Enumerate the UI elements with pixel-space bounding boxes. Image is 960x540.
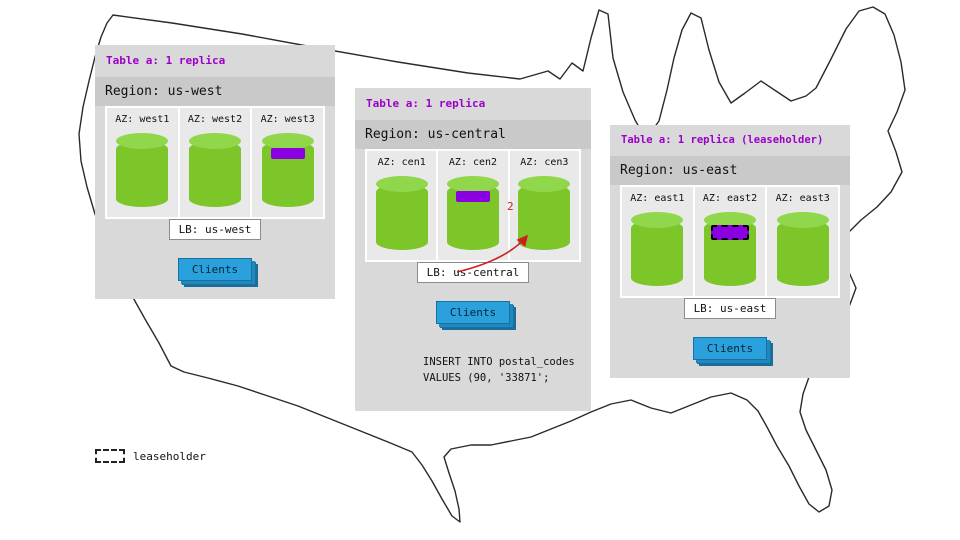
az-label: AZ: east2 <box>702 193 758 204</box>
az-cell-east1: AZ: east1 <box>622 187 693 296</box>
panel-us-central: Table a: 1 replica Region: us-central AZ… <box>355 88 591 411</box>
database-cylinder-body <box>189 141 241 207</box>
az-cell-cen1: AZ: cen1 <box>367 151 437 260</box>
clients-stack: Clients <box>692 337 768 360</box>
database-cylinder <box>189 133 241 207</box>
database-cylinder <box>375 176 428 250</box>
database-cylinder <box>704 212 756 286</box>
table-replica-title: Table a: 1 replica <box>106 54 226 67</box>
database-cylinder-top <box>776 212 829 228</box>
az-cell-east3: AZ: east3 <box>767 187 839 296</box>
az-label: AZ: cen3 <box>520 157 569 168</box>
az-label: AZ: cen2 <box>448 157 498 168</box>
leaseholder-swatch-icon <box>95 449 125 463</box>
az-cell-west1: AZ: west1 <box>107 108 178 217</box>
az-cell-cen2: AZ: cen2 <box>438 151 508 260</box>
region-title: Region: us-east <box>610 156 850 185</box>
database-cylinder-top <box>375 176 428 192</box>
database-cylinder-body <box>518 184 571 250</box>
database-cylinder <box>261 133 314 207</box>
database-cylinder <box>776 212 829 286</box>
database-cylinder-body <box>375 184 428 250</box>
database-cylinder-top <box>116 133 169 149</box>
region-title: Region: us-west <box>95 77 335 106</box>
clients-stack: Clients <box>435 301 511 324</box>
legend: leaseholder <box>95 449 206 463</box>
database-cylinder-top <box>631 212 684 228</box>
database-cylinder-body <box>116 141 169 207</box>
table-replica-title: Table a: 1 replica (leaseholder) <box>621 134 824 146</box>
az-label: AZ: west1 <box>115 114 170 125</box>
clients-button: Clients <box>692 337 768 360</box>
az-cell-west3: AZ: west3 <box>252 108 324 217</box>
az-cell-cen3: AZ: cen3 <box>509 151 579 260</box>
leaseholder-replica-badge <box>711 225 749 240</box>
panel-us-west: Table a: 1 replica Region: us-west AZ: w… <box>95 45 335 299</box>
load-balancer-box: LB: us-west <box>168 219 262 240</box>
database-cylinder <box>518 176 571 250</box>
table-replica-title: Table a: 1 replica <box>366 97 486 110</box>
az-label: AZ: cen1 <box>377 157 426 168</box>
database-cylinder-top <box>261 133 314 149</box>
database-cylinder-body <box>631 220 684 286</box>
az-label: AZ: west3 <box>260 114 315 125</box>
az-cell-west2: AZ: west2 <box>179 108 251 217</box>
az-label: AZ: west2 <box>187 114 243 125</box>
sql-line-1: INSERT INTO postal_codes <box>423 356 575 368</box>
region-title: Region: us-central <box>355 120 591 149</box>
clients-stack: Clients <box>177 258 253 281</box>
replica-badge <box>270 148 305 159</box>
replica-badge <box>455 191 490 202</box>
az-label: AZ: east1 <box>630 193 685 204</box>
database-cylinder <box>116 133 169 207</box>
database-cylinder-top <box>518 176 571 192</box>
panel-us-east: Table a: 1 replica (leaseholder) Region:… <box>610 125 850 378</box>
az-row: AZ: cen1 AZ: cen2 AZ: cen3 <box>365 149 581 262</box>
sql-statement: INSERT INTO postal_codes VALUES (90, '33… <box>423 354 591 387</box>
az-cell-east2: AZ: east2 <box>694 187 766 296</box>
sql-line-2: VALUES (90, '33871'; <box>423 372 550 385</box>
database-cylinder <box>631 212 684 286</box>
load-balancer-box: LB: us-central <box>416 262 530 283</box>
clients-button: Clients <box>177 258 253 281</box>
legend-label: leaseholder <box>133 449 206 463</box>
load-balancer-box: LB: us-east <box>683 298 777 319</box>
az-row: AZ: east1 AZ: east2 AZ: east3 <box>620 185 840 298</box>
database-cylinder-top <box>446 176 499 192</box>
database-cylinder <box>446 176 499 250</box>
az-label: AZ: east3 <box>775 193 830 204</box>
clients-button: Clients <box>435 301 511 324</box>
database-cylinder-body <box>776 220 829 286</box>
database-cylinder-top <box>704 212 756 228</box>
az-row: AZ: west1 AZ: west2 AZ: west3 <box>105 106 325 219</box>
database-cylinder-top <box>189 133 241 149</box>
